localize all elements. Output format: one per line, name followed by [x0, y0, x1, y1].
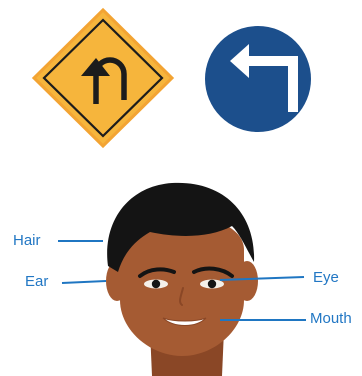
eye-label: Eye — [313, 270, 339, 285]
left-eye — [144, 280, 168, 289]
ear-label: Ear — [25, 274, 48, 289]
ear-leader-line — [62, 281, 106, 283]
hair-label: Hair — [13, 233, 41, 248]
mouth-label: Mouth — [310, 311, 352, 326]
u-turn-sign — [34, 10, 172, 146]
diamond-sign-background — [34, 10, 172, 146]
left-turn-sign — [205, 26, 311, 132]
